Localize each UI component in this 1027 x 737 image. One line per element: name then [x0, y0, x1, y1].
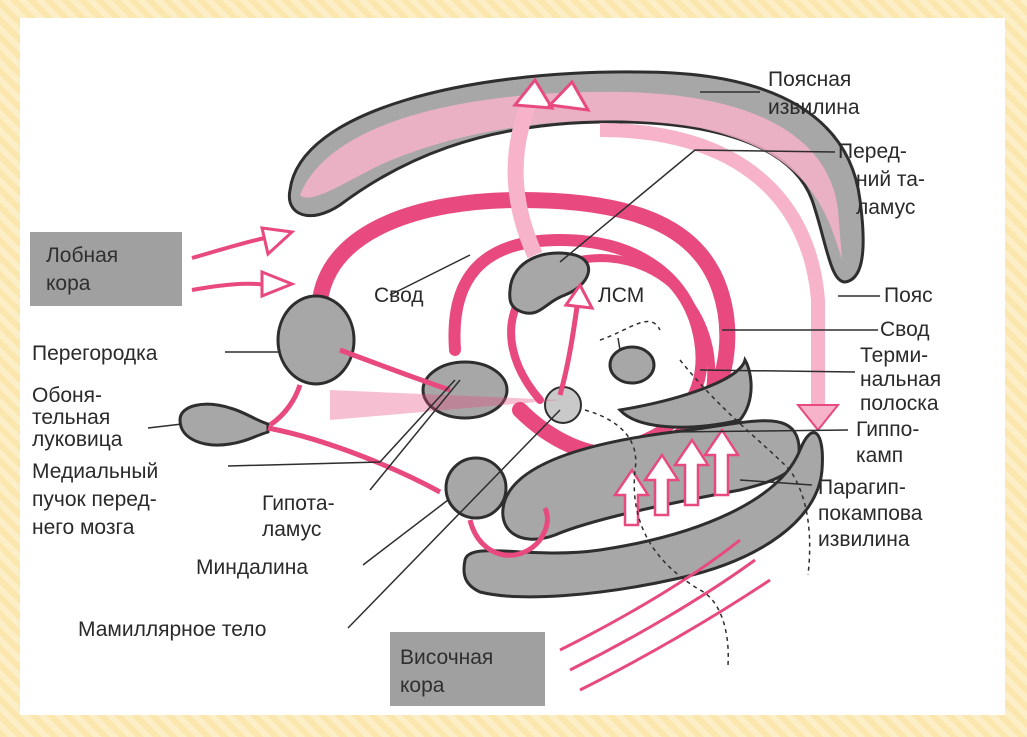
- lsm-label: ЛСМ: [598, 284, 644, 307]
- parahippocampal-label-3: извилина: [818, 528, 910, 551]
- cingulum-label: Пояс: [884, 284, 933, 307]
- anterior-thalamus-label-2: ний та-: [856, 168, 925, 191]
- temporal-cortex-label-2: кора: [400, 674, 445, 697]
- amygdala-label: Миндалина: [196, 556, 308, 579]
- frontal-arrowhead-2: [262, 272, 292, 296]
- anterior-thalamus-label-3: ламус: [856, 196, 915, 219]
- frontal-input-arrows: [192, 238, 268, 290]
- septum-shape: [278, 296, 354, 384]
- amygdala-shape: [446, 458, 506, 518]
- fornix-right-label: Свод: [880, 318, 930, 341]
- olfactory-bulb-label-3: луковица: [32, 428, 123, 451]
- anterior-thalamus-label-1: Перед-: [838, 140, 907, 163]
- cingulate-gyrus-label-1: Поясная: [768, 68, 851, 91]
- medial-bundle-label-2: пучок перед-: [32, 488, 157, 511]
- cingulum-arrowhead: [798, 405, 838, 430]
- hypothalamus-label-1: Гипота-: [262, 492, 335, 515]
- fornix-center-label: Свод: [374, 284, 424, 307]
- hippocampus-label-2: камп: [856, 444, 903, 467]
- olfactory-bulb-label-1: Обоня-: [32, 384, 102, 407]
- parahippocampal-label-2: покампова: [818, 502, 923, 525]
- frontal-arrowhead-1: [262, 228, 292, 254]
- parahippocampal-label-1: Парагип-: [818, 476, 906, 499]
- temporal-cortex-label-1: Височная: [400, 646, 493, 669]
- hypothalamus-label-2: ламус: [262, 518, 321, 541]
- stria-terminalis-label-3: полоска: [860, 392, 939, 415]
- septum-label: Перегородка: [32, 342, 158, 365]
- medial-bundle-label-3: него мозга: [32, 516, 135, 539]
- stria-terminalis-label-1: Терми-: [860, 344, 928, 367]
- frontal-cortex-label-1: Лобная: [46, 244, 118, 267]
- stria-terminalis-label-2: нальная: [860, 368, 941, 391]
- olfactory-bulb-label-2: тельная: [32, 406, 110, 429]
- olfactory-bulb-shape: [180, 404, 268, 445]
- mammillary-label: Мамиллярное тело: [78, 618, 266, 641]
- cingulate-gyrus-label-2: извилина: [768, 96, 860, 119]
- hippocampus-label-1: Гиппо-: [856, 418, 919, 441]
- medial-bundle-label-1: Медиальный: [32, 460, 158, 483]
- frontal-cortex-label-2: кора: [46, 272, 91, 295]
- lsm-nucleus-shape: [610, 347, 654, 383]
